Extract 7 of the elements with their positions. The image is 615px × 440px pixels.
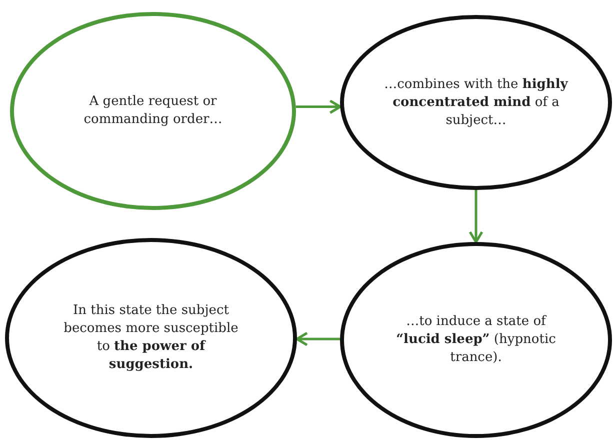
node-text: In this state the subject becomes more susceptible to the power of suggestion. (62, 302, 240, 374)
node-text: …to induce a state of “lucid sleep” (hypnotic trance). (395, 313, 557, 367)
node-text: …combines with the highly concentrated mind of a subject… (383, 76, 570, 130)
arrow (296, 332, 340, 346)
arrow (468, 190, 484, 244)
arrow (296, 100, 342, 114)
node-text: A gentle request or commanding order… (82, 93, 224, 129)
